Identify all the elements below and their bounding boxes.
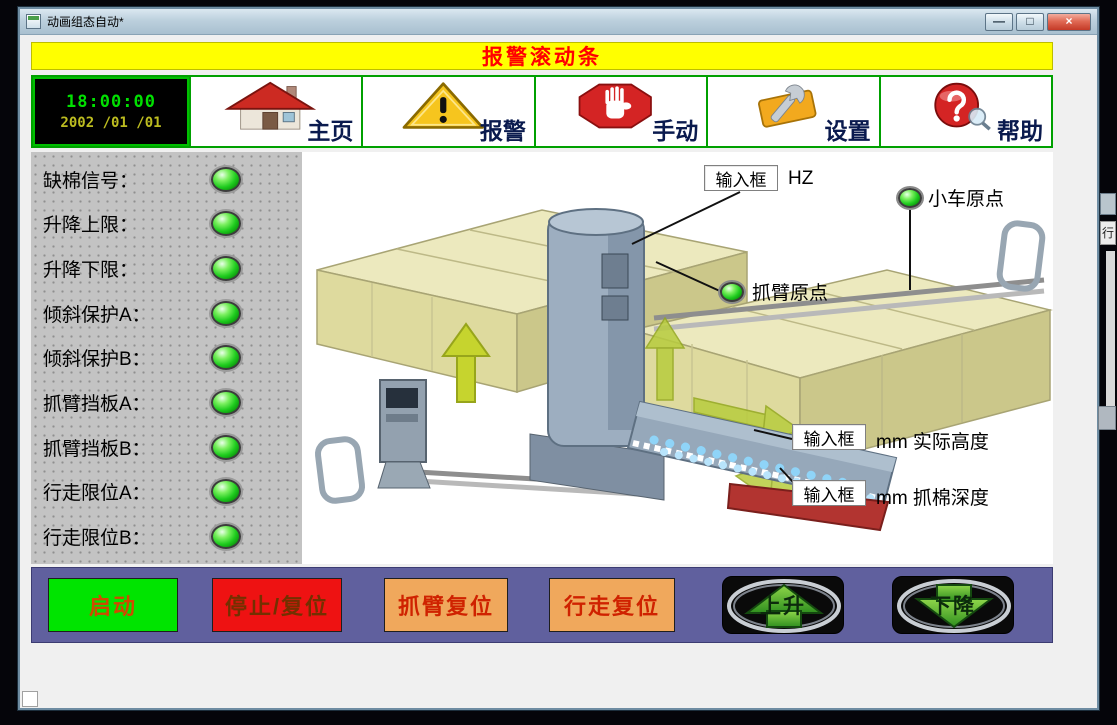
led-indicator: [211, 166, 241, 192]
status-label: 行走限位B：: [43, 528, 151, 550]
status-row: 行走限位B：: [31, 523, 302, 550]
toolbar-button-label: 帮助: [997, 118, 1044, 144]
toolbar-button-alarm[interactable]: 报警: [361, 77, 534, 146]
toolbar-button-label: 设置: [824, 118, 871, 144]
status-row: 升降下限：: [31, 255, 302, 282]
actual-height-input[interactable]: 输入框: [792, 424, 866, 450]
status-row: 升降上限：: [31, 210, 302, 237]
window-icon: [26, 14, 41, 29]
arm-reset-button[interactable]: 抓臂复位: [384, 578, 508, 632]
diagram-area: 输入框 HZ 小车原点 抓臂原点 输入框 mm 实际高度 输入框 mm 抓棉深度: [302, 152, 1053, 564]
clock-time: 18:00:00: [66, 92, 156, 112]
trolley-origin-label: 小车原点: [928, 189, 1005, 210]
actual-height-unit-label: mm 实际高度: [876, 432, 989, 453]
stop-reset-button[interactable]: 停止/复位: [212, 578, 342, 632]
clock-display: 18:00:00 2002 /01 /01: [33, 77, 189, 146]
toolbar-button-label: 报警: [479, 118, 526, 144]
led-indicator: [211, 479, 241, 505]
led-indicator: [211, 211, 241, 237]
toolbar-button-label: 手动: [652, 118, 699, 144]
led-indicator: [211, 434, 241, 460]
down-button-label: 下降: [930, 595, 976, 618]
status-label: 抓臂挡板A：: [43, 394, 151, 416]
status-label: 抓臂挡板B：: [43, 438, 151, 460]
status-label: 行走限位A：: [43, 483, 151, 505]
status-row: 行走限位A：: [31, 478, 302, 505]
status-label: 倾斜保护B：: [43, 349, 151, 371]
frequency-input[interactable]: 输入框: [704, 165, 778, 191]
trolley-origin-led: [898, 188, 922, 208]
up-button[interactable]: 上升: [722, 576, 844, 634]
status-row: 抓臂挡板A：: [31, 389, 302, 416]
travel-reset-button[interactable]: 行走复位: [549, 578, 675, 632]
maximize-button[interactable]: □: [1016, 12, 1044, 31]
down-arrow-icon: [897, 579, 1011, 633]
close-button[interactable]: ×: [1047, 12, 1091, 31]
clock-date: 2002 /01 /01: [60, 115, 162, 131]
alarm-banner: 报警滚动条: [31, 42, 1053, 70]
status-row: 缺棉信号：: [31, 166, 302, 193]
minimize-button[interactable]: —: [985, 12, 1013, 31]
status-row: 倾斜保护A：: [31, 300, 302, 327]
pluck-depth-input[interactable]: 输入框: [792, 480, 866, 506]
led-indicator: [211, 390, 241, 416]
toolbar: 18:00:00 2002 /01 /01 主页 报警: [31, 75, 1053, 148]
status-row: 倾斜保护B：: [31, 344, 302, 371]
down-button[interactable]: 下降: [892, 576, 1014, 634]
led-indicator: [211, 345, 241, 371]
toolbar-button-settings[interactable]: 设置: [706, 77, 879, 146]
toolbar-button-label: 主页: [307, 118, 354, 144]
led-indicator: [211, 256, 241, 282]
status-label: 缺棉信号：: [43, 170, 139, 192]
home-icon: [224, 81, 317, 130]
pluck-depth-unit-label: mm 抓棉深度: [876, 488, 989, 509]
start-button[interactable]: 启动: [48, 578, 178, 632]
alarm-icon: [402, 82, 484, 129]
toolbar-button-manual[interactable]: 手动: [533, 77, 707, 146]
edge-fragment: [1098, 406, 1116, 430]
edge-fragment-text: 行: [1100, 221, 1116, 245]
frequency-unit-label: HZ: [788, 168, 814, 189]
status-row: 抓臂挡板B：: [31, 434, 302, 461]
up-button-label: 上升: [760, 595, 806, 618]
arm-origin-label: 抓臂原点: [752, 283, 829, 304]
status-label: 升降上限：: [43, 215, 139, 237]
status-panel: 缺棉信号： 升降上限： 升降下限： 倾斜保护A： 倾斜保护B： 抓臂挡板A： 抓…: [31, 152, 302, 564]
toolbar-button-home[interactable]: 主页: [189, 77, 362, 146]
up-arrow-icon: [727, 579, 841, 633]
control-bar: 启动 停止/复位 抓臂复位 行走复位 上升: [31, 567, 1053, 643]
edge-fragment-strip: [1106, 251, 1115, 409]
arm-origin-led: [720, 282, 744, 302]
status-label: 升降下限：: [43, 260, 139, 282]
edge-fragment: [1100, 193, 1116, 215]
toolbar-button-help[interactable]: 帮助: [878, 77, 1052, 146]
title-bar[interactable]: 动画组态自动* — □ ×: [20, 9, 1097, 35]
stop-hand-icon: [578, 83, 652, 129]
status-label: 倾斜保护A：: [43, 304, 151, 326]
corner-widget: [22, 691, 38, 707]
window-title: 动画组态自动*: [47, 15, 124, 29]
alarm-banner-text: 报警滚动条: [482, 46, 602, 69]
led-indicator: [211, 524, 241, 550]
wrench-icon: [758, 84, 817, 128]
help-icon: [934, 82, 991, 131]
led-indicator: [211, 300, 241, 326]
hmi-window: 动画组态自动* — □ × 报警滚动条 18:00:00 2002 /01 /0…: [17, 6, 1100, 711]
